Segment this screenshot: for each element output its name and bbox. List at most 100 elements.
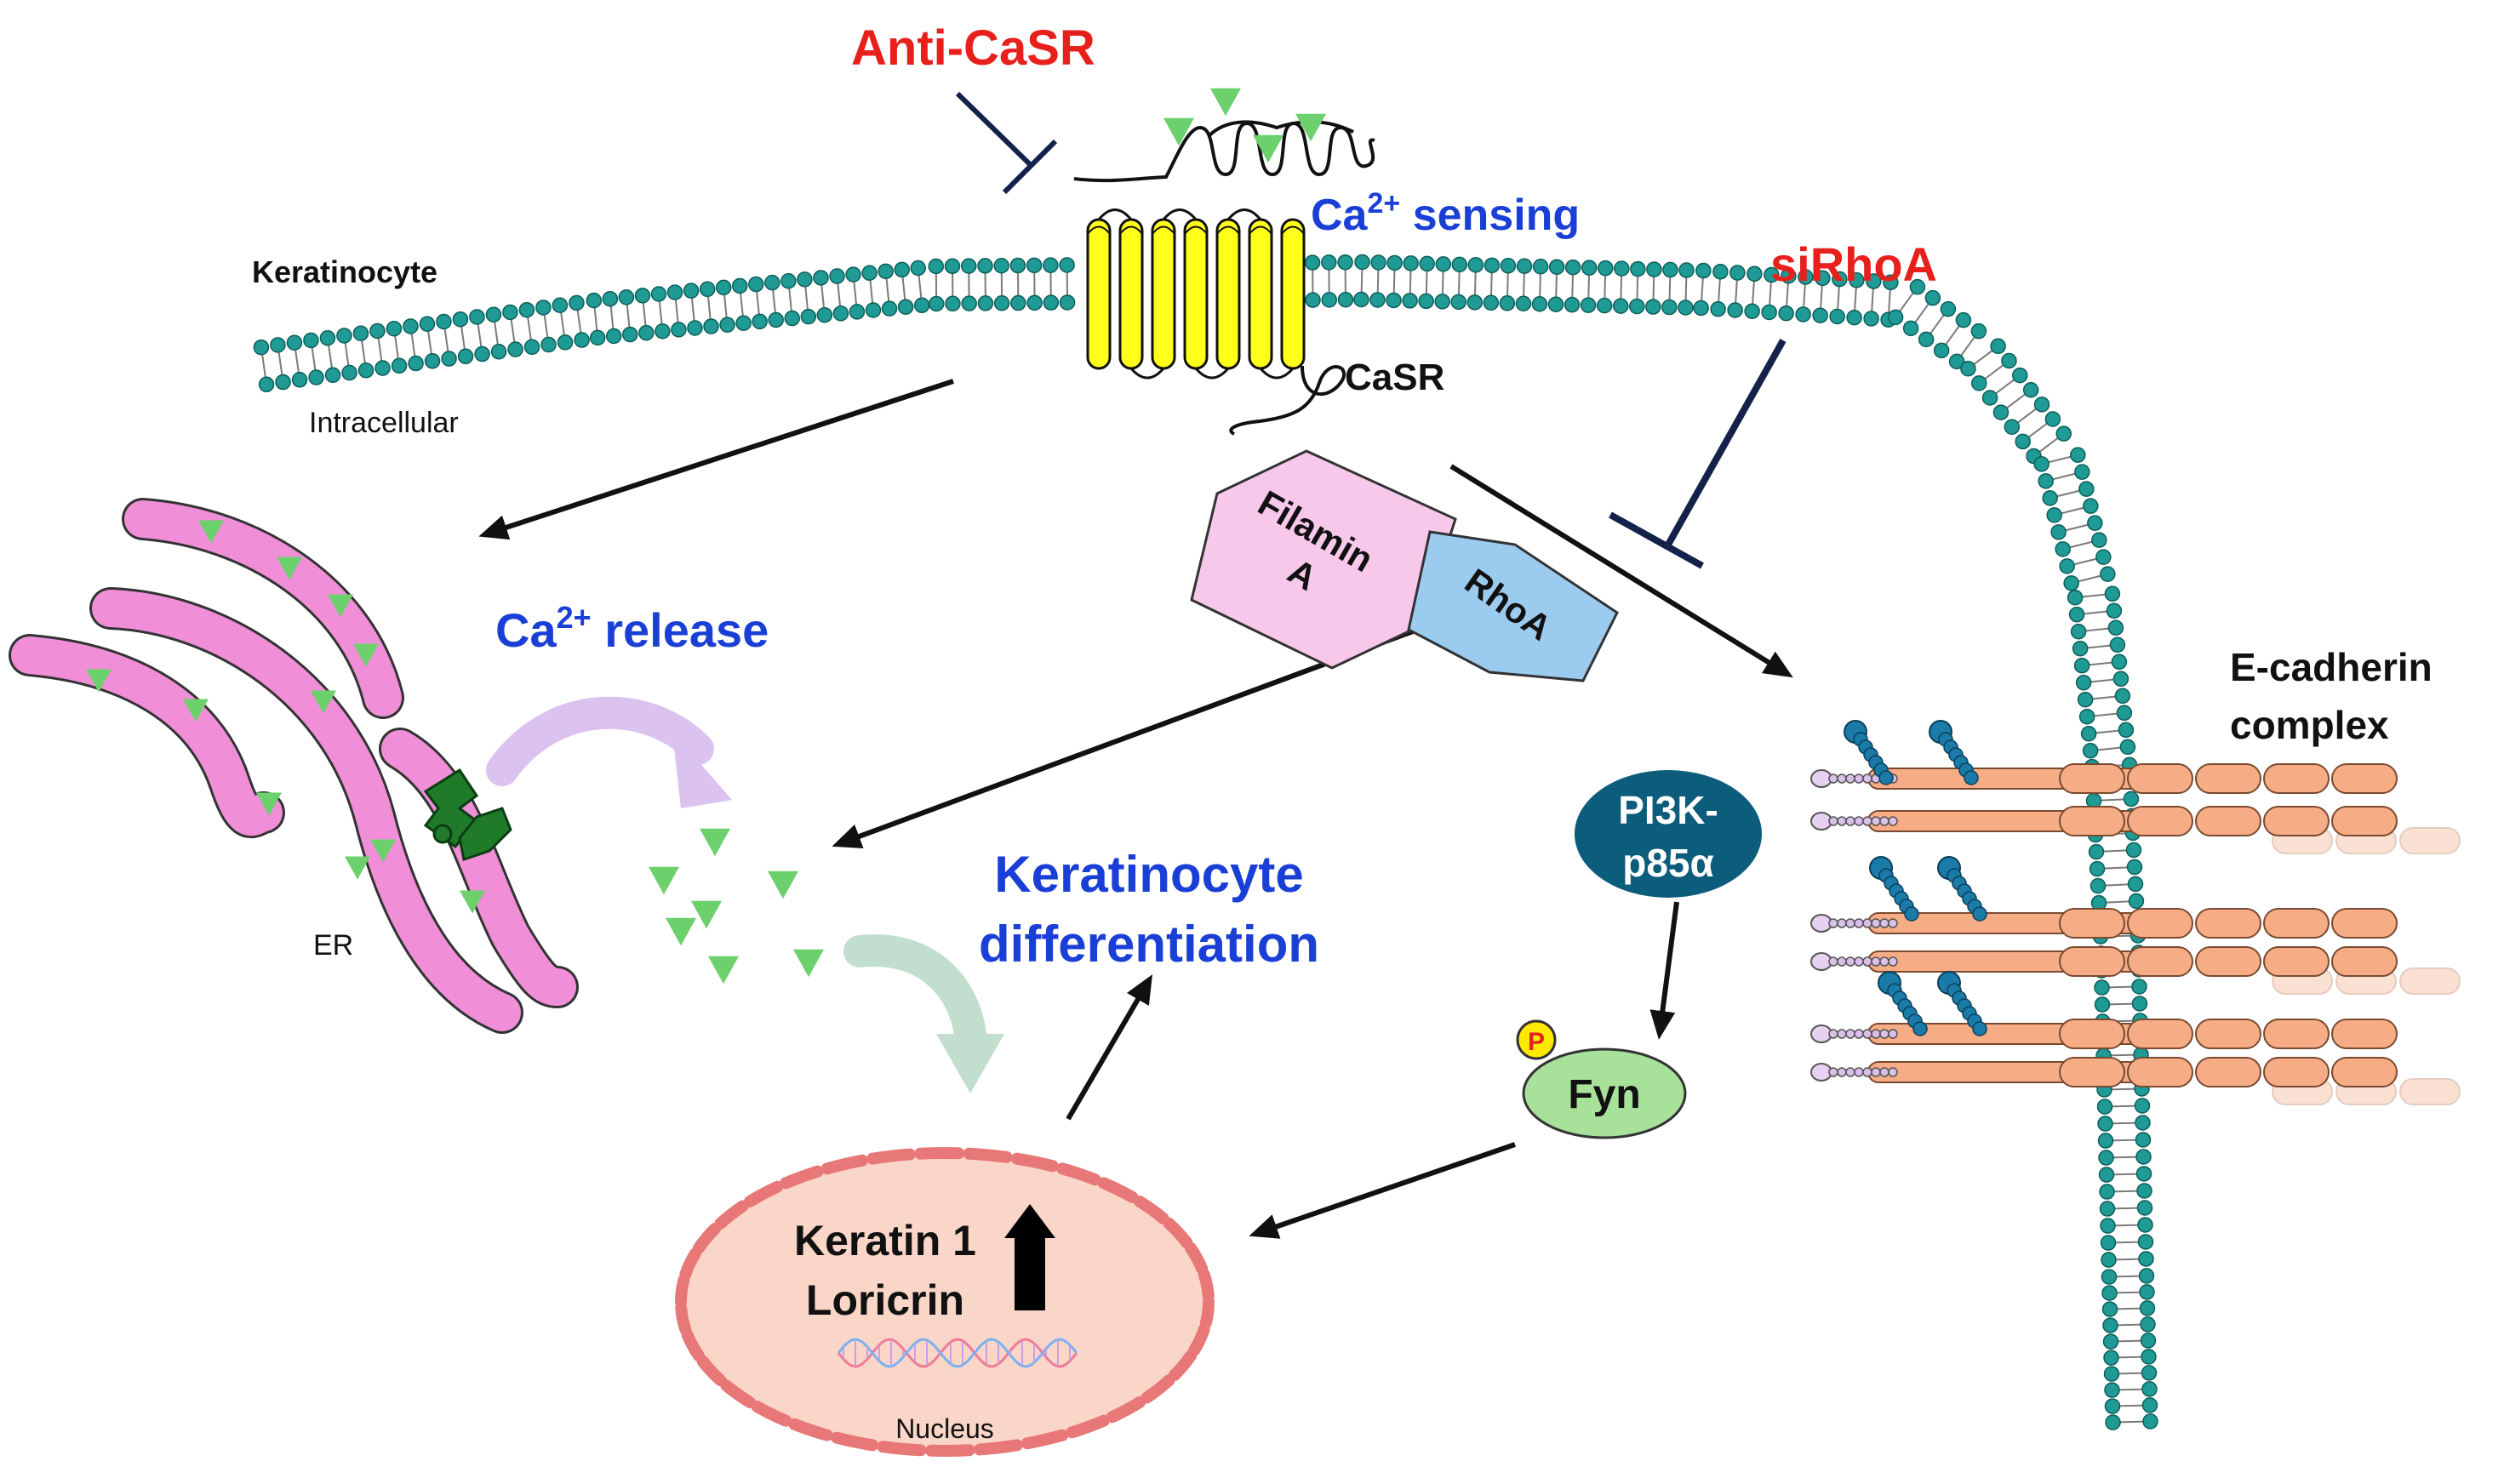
lipid-tail <box>294 347 300 375</box>
lipid-head <box>2131 979 2147 995</box>
lipid-tail <box>1837 283 1840 312</box>
envelope-segment <box>788 1418 833 1441</box>
lipid-head <box>2046 507 2062 523</box>
lipid-head <box>2098 1150 2114 1166</box>
cadherin-domain <box>2331 1019 2398 1049</box>
cadherin-domain <box>2059 946 2125 977</box>
envelope-segment <box>1185 1241 1209 1275</box>
lipid-tail <box>2111 1156 2139 1159</box>
lipid-tail <box>2115 1339 2144 1343</box>
lipid-tail <box>2081 610 2110 615</box>
cadherin-domain <box>2195 806 2261 836</box>
catenin-bead <box>1862 1067 1872 1077</box>
lipid-tail <box>642 300 647 328</box>
ca-sensing-label: Ca2+ sensing <box>1311 187 1580 240</box>
lipid-head <box>816 306 833 323</box>
lipid-head <box>1451 256 1468 273</box>
lipid-head <box>1933 342 1950 359</box>
e-cadherin-complex <box>1810 720 2461 1105</box>
lipid-head <box>1764 266 1780 283</box>
lipid-head <box>881 300 898 317</box>
lipid-head <box>1661 299 1678 316</box>
lipid-head <box>1693 300 1709 317</box>
lipid-tail <box>2112 1207 2141 1210</box>
dna-strand <box>837 1338 1078 1368</box>
lipid-head <box>303 332 319 349</box>
calcium-release-flow-arrowhead <box>672 732 732 808</box>
lipid-head <box>2123 791 2140 808</box>
lipid-tail <box>1409 268 1412 296</box>
lipid-head <box>1450 294 1466 311</box>
lipid-head <box>977 258 993 274</box>
lipid-tail <box>2114 1307 2143 1310</box>
cadherin-domain <box>2127 946 2193 977</box>
lipid-tail <box>1982 362 2006 381</box>
helix-cap <box>1216 225 1240 235</box>
lipid-head <box>878 263 894 280</box>
catenin-bead-blue <box>1878 770 1894 785</box>
lipid-tail <box>2101 849 2130 853</box>
anti-casr-inhibitor <box>955 91 1058 195</box>
lipid-head <box>2136 1200 2153 1216</box>
lipid-head <box>784 310 801 327</box>
catenin-bead <box>1879 1029 1889 1039</box>
lipid-tail <box>2095 746 2124 751</box>
calcium-ion <box>183 699 209 722</box>
lipid-head <box>2091 532 2107 548</box>
lipid-head <box>2127 876 2144 893</box>
lipid-head <box>286 334 303 351</box>
lipid-head <box>1564 296 1581 313</box>
er-label: ER <box>313 929 353 962</box>
lipid-head <box>2103 1366 2120 1382</box>
lipid-head <box>1744 303 1760 319</box>
envelope-segment <box>780 1165 824 1190</box>
envelope-segment <box>751 1401 792 1427</box>
helix-loop <box>1162 208 1198 220</box>
lipid-tail <box>559 310 566 338</box>
nucleus-label: Nucleus <box>895 1413 994 1444</box>
helix-loop <box>1097 208 1133 220</box>
lipid-head <box>2105 1414 2121 1430</box>
lipid-tail <box>2098 798 2127 802</box>
catenin-bead <box>1828 956 1838 967</box>
lipid-head <box>2116 705 2133 722</box>
calcium-ion <box>277 556 302 580</box>
lipid-tail <box>626 302 631 330</box>
lipid-head <box>2141 1365 2158 1381</box>
lipid-head <box>1761 304 1777 321</box>
envelope-segment <box>914 1147 965 1160</box>
lipid-tail <box>1928 312 1947 336</box>
pi3k-label-line2: p85α <box>1622 841 1714 885</box>
envelope-segment <box>866 1148 916 1165</box>
ecadherin-label-line1: E-cadherin <box>2230 645 2433 689</box>
lipid-head <box>2102 1333 2119 1350</box>
lipid-head <box>2074 464 2090 480</box>
lipid-head <box>1846 309 1862 326</box>
lipid-tail <box>2112 1241 2141 1244</box>
lipid-tail <box>1425 268 1428 296</box>
lipid-head <box>2139 1300 2156 1316</box>
differentiation-flow-arrowhead <box>936 1034 1004 1093</box>
catenin-bead <box>1862 816 1872 826</box>
catenin-bead <box>1837 1067 1847 1077</box>
lipid-tail <box>853 279 858 307</box>
cadherin-domain <box>2331 763 2398 794</box>
lipid-tail <box>277 350 283 378</box>
lipid-head <box>1500 258 1517 274</box>
lipid-head <box>944 258 961 275</box>
lipid-head <box>452 311 469 328</box>
lipid-head <box>1321 254 1337 271</box>
catenin-bead <box>1862 956 1872 967</box>
keratinocyte-label: Keratinocyte <box>252 254 437 289</box>
lipid-head <box>1727 302 1743 318</box>
lipid-head <box>2083 498 2099 514</box>
er-cisterna-2-fill <box>92 590 521 1031</box>
lipid-head <box>1598 260 1614 277</box>
lipid-head <box>910 260 927 277</box>
lipid-head <box>1059 294 1076 311</box>
lipid-head <box>2090 877 2107 894</box>
lipid-head <box>2135 1149 2152 1165</box>
lipid-head <box>650 286 667 302</box>
lipid-head <box>602 290 619 307</box>
envelope-segment <box>1198 1268 1215 1302</box>
